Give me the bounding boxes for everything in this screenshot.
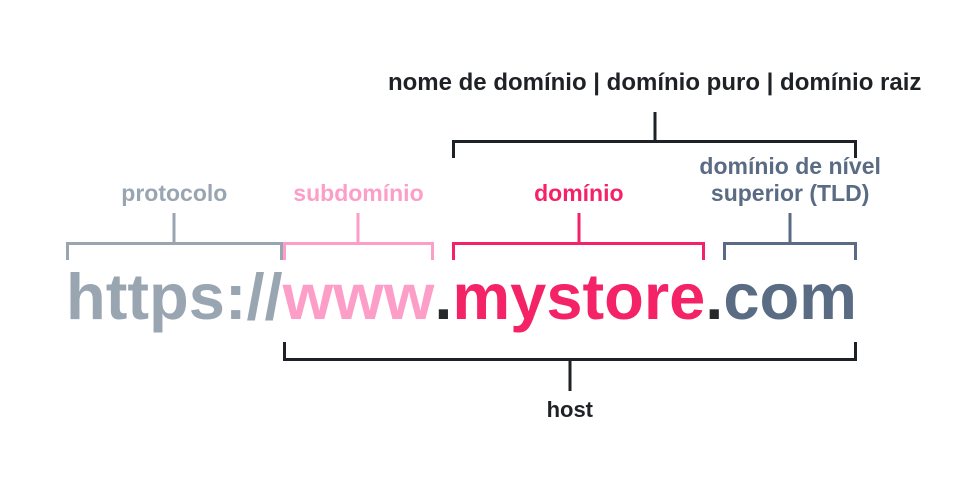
host-label: host [546, 397, 594, 422]
url-domain: mystore [452, 260, 706, 333]
tld-connector-line [788, 213, 792, 242]
domain-bracket [452, 242, 706, 260]
host-connector-line [568, 361, 572, 391]
domain-label: domínio [534, 180, 624, 206]
url-subdomain: www [282, 260, 435, 333]
protocol-connector-line [172, 213, 176, 242]
domain-connector-line [577, 213, 581, 242]
domain-name-connector-line [653, 112, 657, 140]
url-tld: com [723, 260, 857, 333]
protocol-label: protocolo [121, 180, 228, 206]
url-text: https://www.mystore.com [66, 257, 857, 337]
subdomain-label: subdomínio [293, 180, 424, 206]
url-dot-1: . [434, 260, 453, 333]
tld-label-line-2: superior (TLD) [710, 180, 870, 206]
subdomain-connector-line [356, 213, 360, 242]
tld-label-line-1: domínio de nível [699, 153, 881, 179]
protocol-bracket [66, 242, 283, 260]
tld-bracket [723, 242, 857, 260]
tld-label: domínio de nível superior (TLD) [699, 153, 880, 207]
domain-name-bracket [452, 140, 857, 158]
host-bracket [282, 342, 857, 361]
url-dot-2: . [705, 260, 724, 333]
domain-name-group-label: nome de domínio | domínio puro | domínio… [387, 69, 922, 96]
url-protocol: https:// [66, 260, 283, 333]
subdomain-bracket [282, 242, 435, 260]
